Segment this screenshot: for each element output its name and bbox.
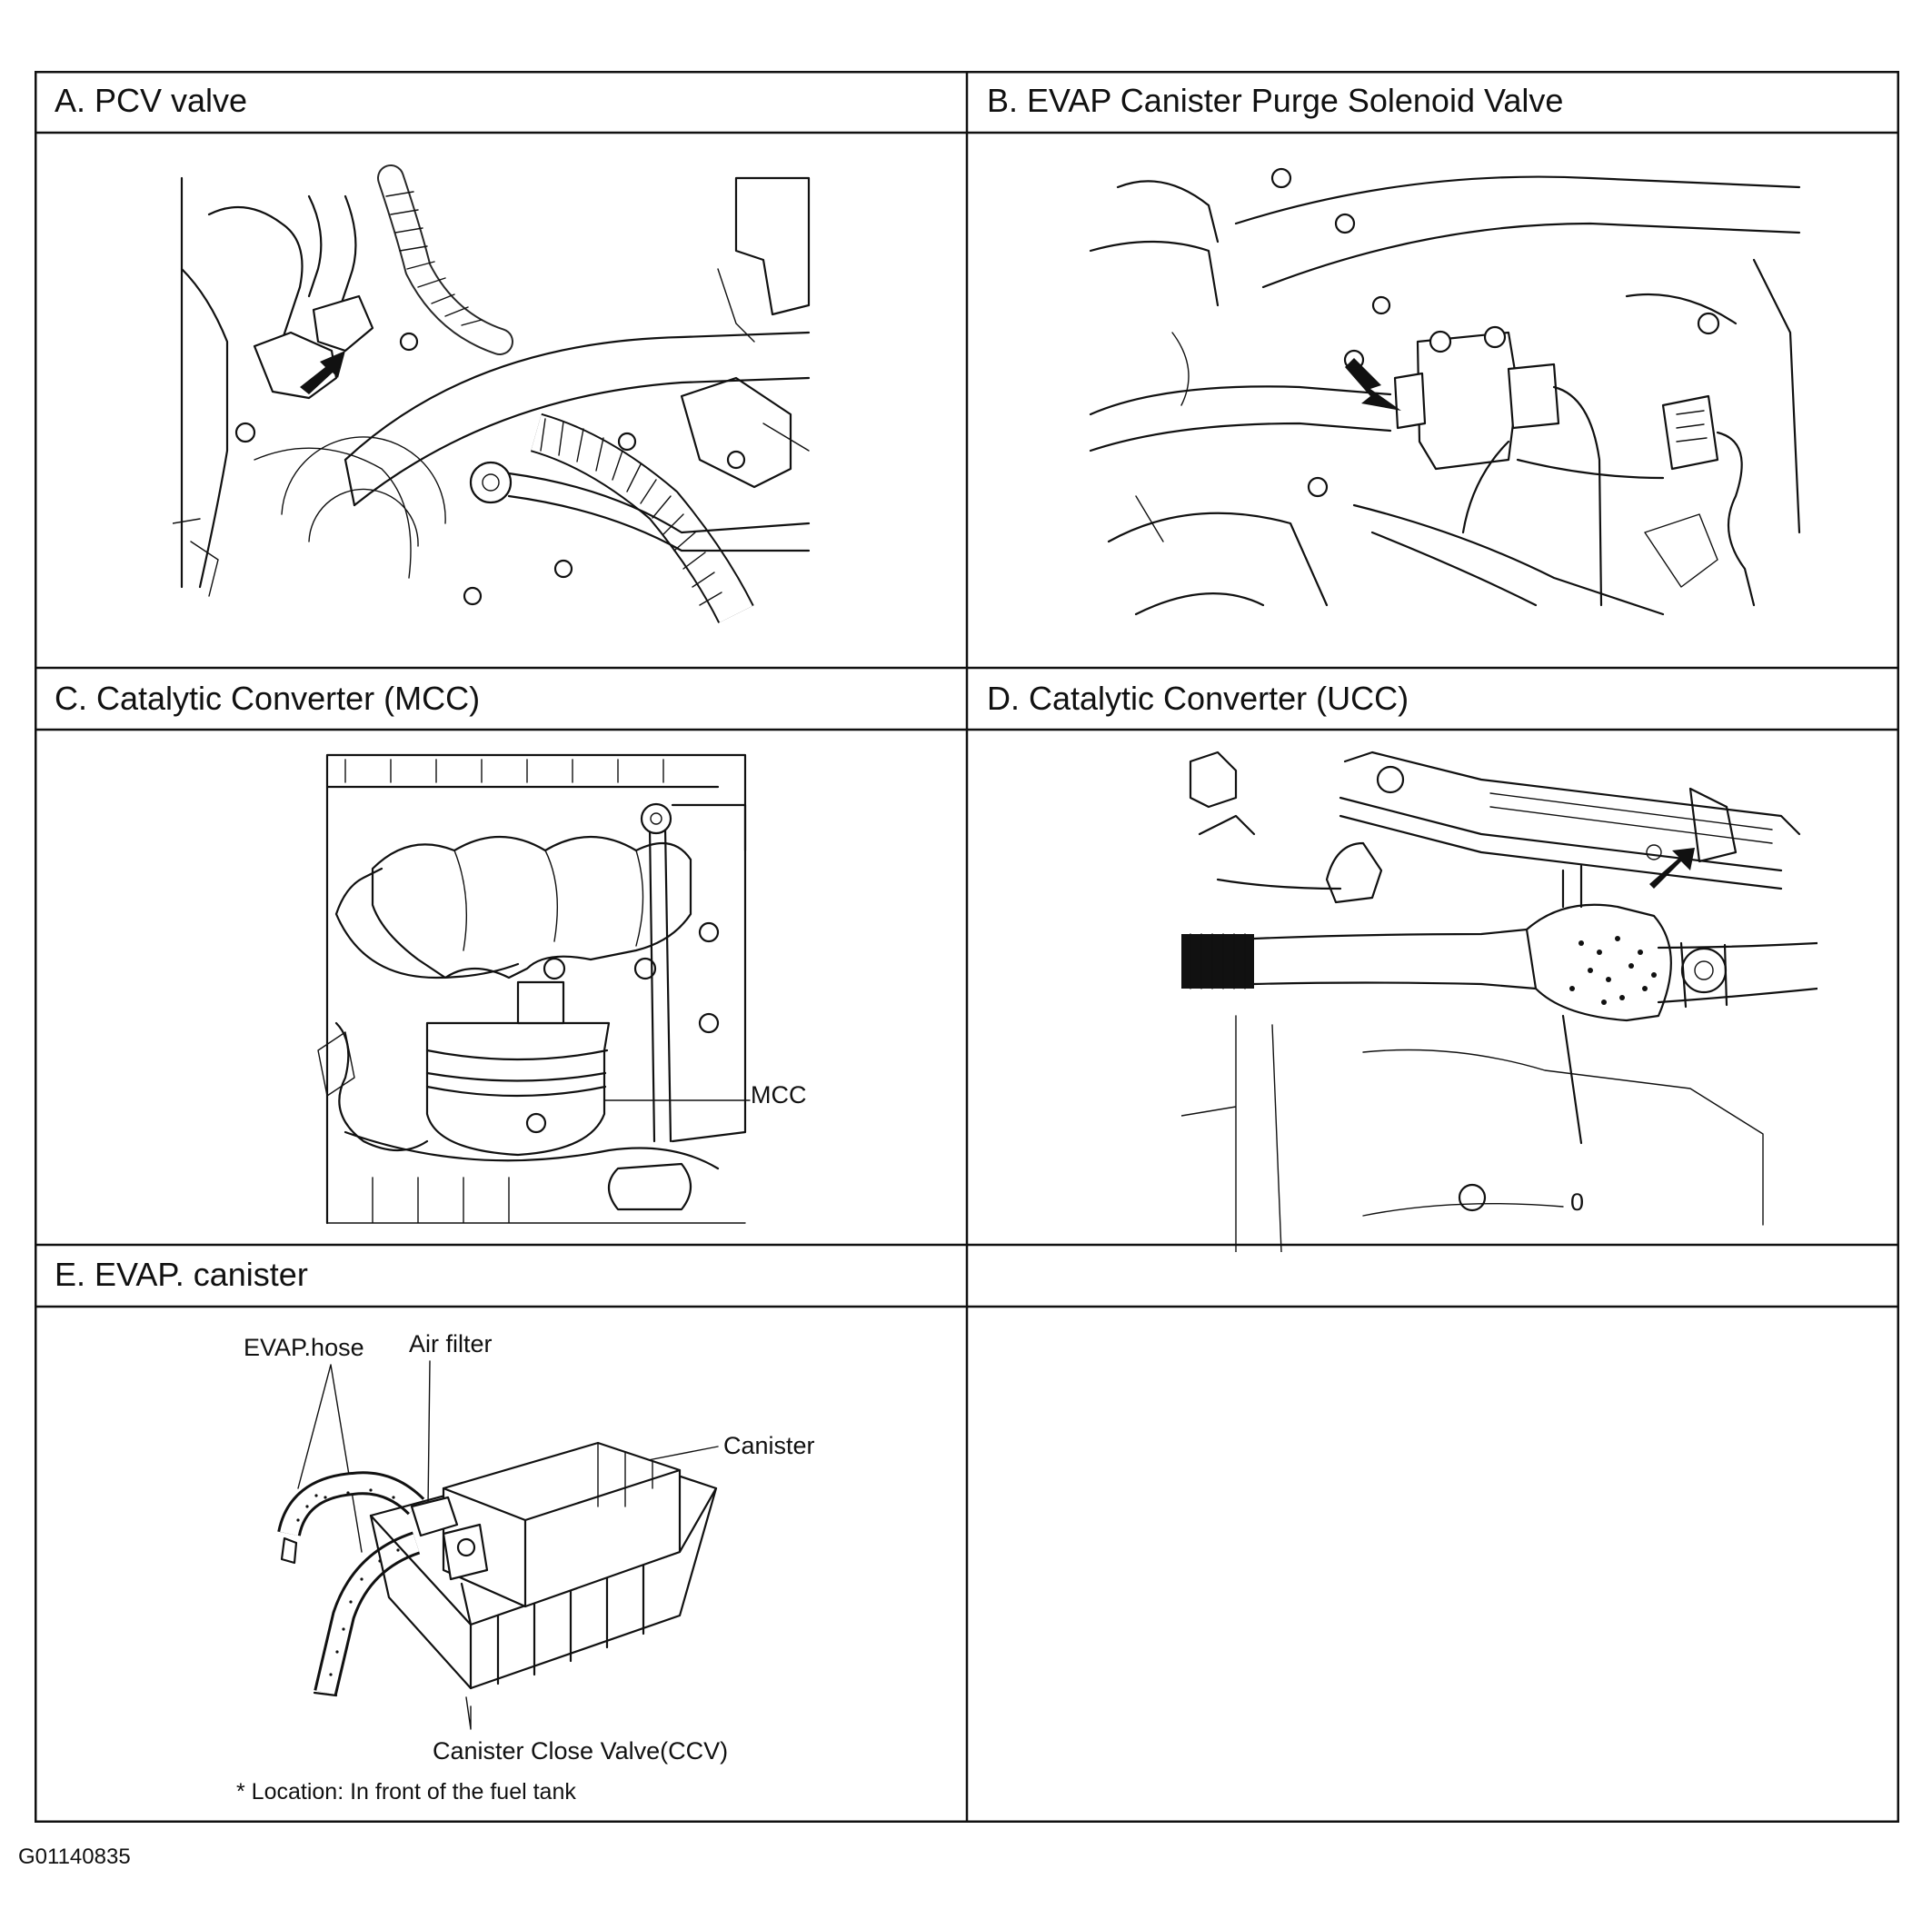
diagram-sheet: A. PCV valve B. EVAP Canister Purge Sole…: [35, 71, 1899, 1823]
purge-solenoid-illustration: [1089, 167, 1801, 616]
svg-text:MCC: MCC: [751, 1081, 807, 1109]
canister-label: Canister: [723, 1432, 815, 1459]
evap-hose-label: EVAP.hose: [244, 1334, 364, 1361]
ucc-part-mark: 0: [1570, 1188, 1584, 1216]
mcc-illustration: [317, 753, 751, 1225]
location-note: * Location: In front of the fuel tank: [236, 1779, 576, 1805]
evap-canister-illustration: EVAP.hose Air filter Canister Canister C…: [236, 1330, 815, 1805]
panel-grid: [35, 71, 1899, 1823]
panel-e-title: E. EVAP. canister: [55, 1256, 308, 1293]
air-filter-label: Air filter: [409, 1330, 493, 1357]
pcv-valve-illustration: [173, 164, 811, 623]
panel-d-title: D. Catalytic Converter (UCC): [987, 680, 1409, 717]
ccv-label: Canister Close Valve(CCV): [433, 1737, 728, 1765]
svg-text:0: 0: [1570, 1188, 1584, 1216]
panel-b-title: B. EVAP Canister Purge Solenoid Valve: [987, 82, 1564, 119]
ucc-illustration: [1181, 751, 1817, 1252]
panel-a-title: A. PCV valve: [55, 82, 248, 119]
panel-c-title: C. Catalytic Converter (MCC): [55, 680, 481, 717]
figure-id: G01140835: [18, 1844, 131, 1869]
mcc-callout: MCC: [751, 1081, 807, 1109]
